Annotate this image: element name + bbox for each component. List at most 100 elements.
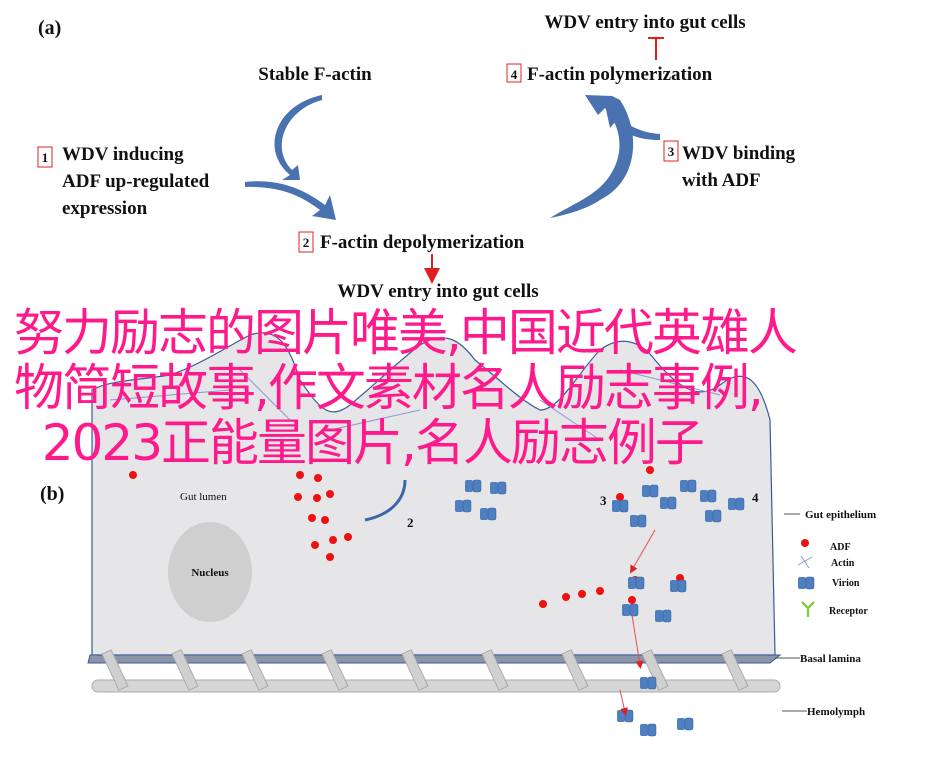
step-4-text: F-actin polymerization xyxy=(527,64,713,85)
rail-support xyxy=(241,649,269,691)
rail-support xyxy=(641,649,669,691)
basal-lamina xyxy=(87,654,782,664)
virion-path-arrow xyxy=(619,689,629,716)
hemolymph-label: Hemolymph xyxy=(807,706,865,718)
virion xyxy=(704,509,722,523)
adf-dot xyxy=(129,471,137,479)
adf-dot xyxy=(296,471,304,479)
legend: ADF Actin Virion Receptor xyxy=(797,539,868,617)
virion-icon xyxy=(797,576,815,590)
step-3-line: WDV binding xyxy=(682,143,796,164)
watermark-overlay-text: 努力励志的图片唯美,中国近代英雄人 物简短故事,作文素材名人励志事例, 2023… xyxy=(14,304,798,472)
adf-dot xyxy=(314,474,322,482)
adf-dot xyxy=(308,514,316,522)
step-3-number: 3 xyxy=(668,144,675,159)
rail-support xyxy=(401,649,429,691)
rail-support xyxy=(561,649,589,691)
gut-epithelium-label: Gut epithelium xyxy=(805,509,876,521)
gut-lumen-label: Gut lumen xyxy=(180,491,227,503)
adf-dot xyxy=(321,516,329,524)
adf-dot xyxy=(616,493,624,501)
virion xyxy=(627,576,645,590)
virion xyxy=(629,514,647,528)
step-2-number: 2 xyxy=(303,235,310,250)
nucleus-label: Nucleus xyxy=(191,567,229,579)
virion xyxy=(489,481,507,495)
inhibition-icon xyxy=(648,37,664,60)
entry-top-label: WDV entry into gut cells xyxy=(544,12,745,33)
legend-label: Actin xyxy=(831,558,855,569)
adf-dot xyxy=(326,553,334,561)
virion xyxy=(639,676,657,690)
step-4-number: 4 xyxy=(511,67,518,82)
legend-label: Virion xyxy=(832,578,860,589)
curved-arrow-icon xyxy=(245,181,336,220)
step-2-box xyxy=(298,231,314,253)
virion xyxy=(727,497,745,511)
hemolymph-rail xyxy=(91,649,781,693)
step-1-line: ADF up-regulated xyxy=(62,171,210,192)
curved-arrow-icon xyxy=(550,95,634,218)
virion xyxy=(464,479,482,493)
virion-path-arrow xyxy=(630,529,656,574)
step-1-number: 1 xyxy=(42,150,49,165)
adf-dot-icon xyxy=(801,539,809,547)
step-1-line: expression xyxy=(62,198,148,219)
rail-support xyxy=(721,649,749,691)
adf-dot xyxy=(344,533,352,541)
actin-filaments xyxy=(109,369,721,441)
virion xyxy=(669,579,687,593)
actin-cross-icon xyxy=(797,555,813,569)
rail-support xyxy=(101,649,129,691)
rail-support xyxy=(481,649,509,691)
virion xyxy=(641,484,659,498)
step-3-number: 3 xyxy=(600,493,607,508)
step-3-line: with ADF xyxy=(682,170,761,191)
virion xyxy=(659,496,677,510)
panel-b: (b) Gut lumen Nucleus 2 3 4 Gut epitheli… xyxy=(40,332,876,737)
step-2-text: F-actin depolymerization xyxy=(320,232,525,253)
legend-label: ADF xyxy=(830,542,851,553)
virion-path-arrow xyxy=(631,614,644,669)
adf-dots xyxy=(129,466,684,608)
stable-f-actin-label: Stable F-actin xyxy=(258,64,372,85)
panel-a: (a) Stable F-actin WDV entry into gut ce… xyxy=(37,12,796,302)
entry-bottom-label: WDV entry into gut cells xyxy=(337,281,538,302)
adf-dot xyxy=(294,493,302,501)
virion xyxy=(639,723,657,737)
virion xyxy=(454,499,472,513)
adf-dot xyxy=(311,541,319,549)
receptor-icon xyxy=(801,601,815,617)
step-4-number: 4 xyxy=(752,490,759,505)
curved-arrow-icon xyxy=(605,105,660,140)
adf-dot xyxy=(578,590,586,598)
step-1-box xyxy=(37,146,53,168)
virion xyxy=(479,507,497,521)
adf-dot xyxy=(562,593,570,601)
step-2-number: 2 xyxy=(407,515,414,530)
virion xyxy=(611,499,629,513)
adf-dot xyxy=(646,466,654,474)
gut-epithelium-cell xyxy=(91,332,776,656)
virion xyxy=(699,489,717,503)
panel-b-label: (b) xyxy=(40,483,64,505)
adf-dot xyxy=(326,490,334,498)
adf-dot xyxy=(539,600,547,608)
rail-support xyxy=(321,649,349,691)
curved-arrow-icon xyxy=(274,95,322,180)
step-1-line: WDV inducing xyxy=(62,144,184,165)
virion xyxy=(654,609,672,623)
step-4-box xyxy=(506,63,522,83)
adf-dot xyxy=(628,596,636,604)
overlay-line: 努力励志的图片唯美,中国近代英雄人 xyxy=(14,304,798,362)
virion xyxy=(679,479,697,493)
step-3-box xyxy=(663,140,679,162)
adf-dot xyxy=(329,536,337,544)
adf-dot xyxy=(313,494,321,502)
panel-a-label: (a) xyxy=(38,17,61,39)
overlay-line: 2023正能量图片,名人励志例子 xyxy=(14,414,705,472)
curved-arrow-icon xyxy=(364,479,407,522)
nucleus xyxy=(168,522,252,622)
